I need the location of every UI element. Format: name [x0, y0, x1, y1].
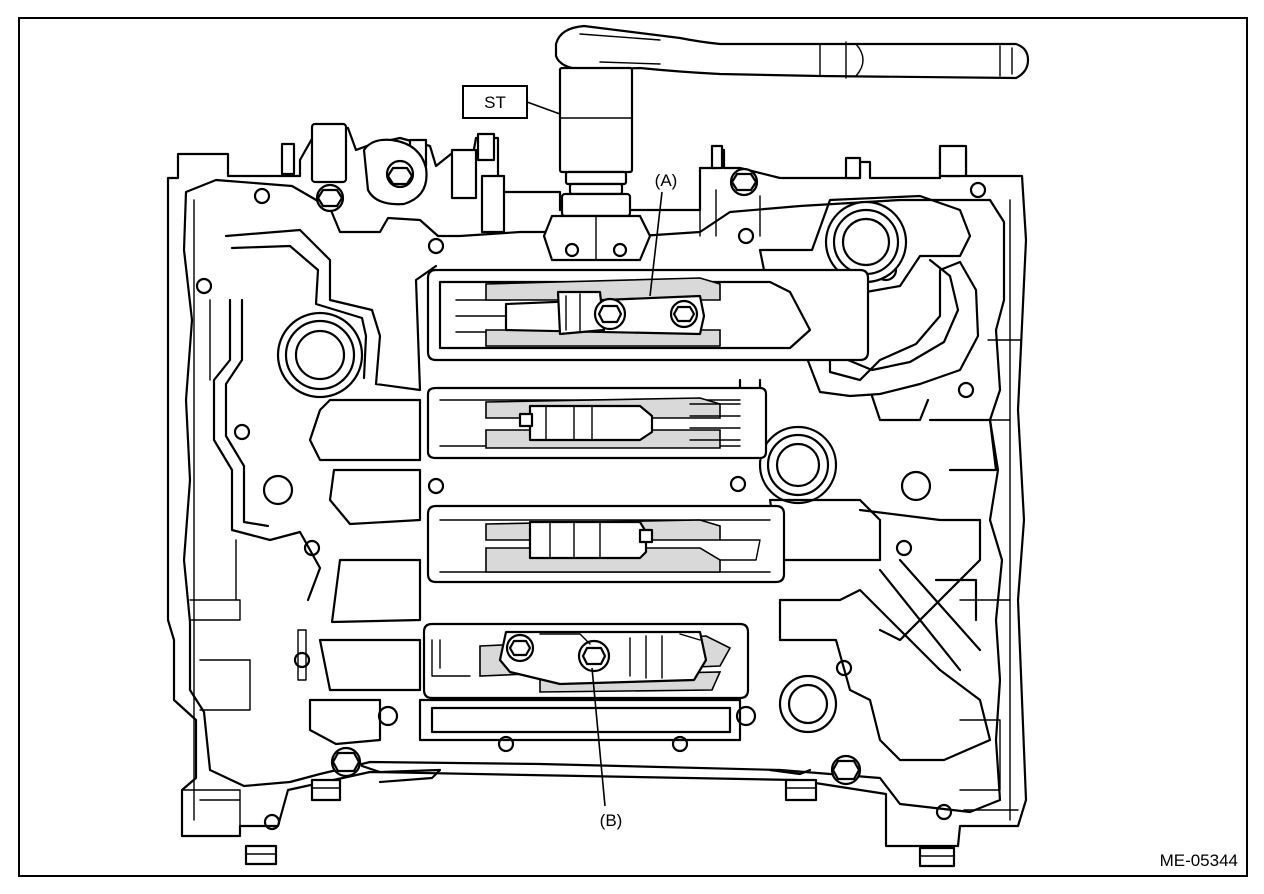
- figure-code: ME-05344: [1160, 851, 1238, 870]
- cylinder-bosses: [276, 200, 908, 734]
- st-label-text: ST: [484, 93, 506, 112]
- label-st: ST: [462, 85, 561, 119]
- a-label-text: (A): [655, 171, 678, 190]
- journal-window-4: [422, 622, 750, 700]
- figure-frame: [18, 17, 1248, 877]
- bolts: [244, 167, 956, 868]
- journal-window-2: [426, 386, 768, 460]
- label-b: (B): [591, 667, 623, 830]
- special-tool-ratchet: [542, 24, 1030, 262]
- b-label-text: (B): [600, 811, 623, 830]
- journal-window-1: [426, 268, 870, 362]
- journal-window-3: [426, 504, 786, 584]
- label-a: (A): [649, 171, 678, 297]
